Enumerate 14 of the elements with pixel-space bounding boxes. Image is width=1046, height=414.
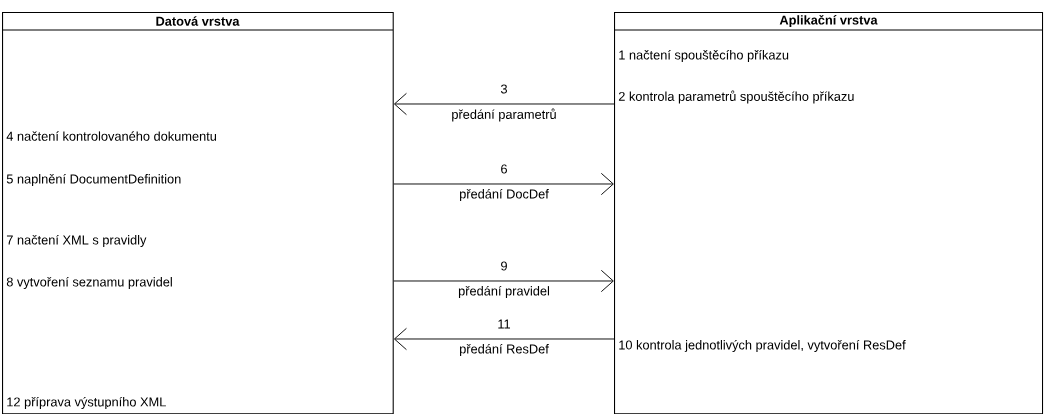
edge-label: předání pravidel — [458, 285, 549, 299]
step-number: 11 — [498, 319, 510, 329]
arrow — [394, 92, 615, 116]
arrow — [393, 172, 614, 196]
swimlane: Datová vrstva 4 načtení kontrolovaného dokumentu 5 naplnění DocumentDefinition 7 načtení XML s pravidly 8 vytvoření seznamu pravidel 12 příprava výstupního XML — [1, 12, 394, 414]
arrow — [393, 269, 614, 293]
step-number: 3 — [500, 84, 507, 94]
edge-label: předání parametrů — [452, 108, 556, 122]
arrow — [394, 327, 615, 351]
edge-label: předání ResDef — [460, 343, 549, 357]
step-number: 6 — [501, 164, 507, 174]
edge-label: předání DocDef — [460, 188, 549, 202]
swimlane: Aplikační vrstva 1 načtení spouštěcího příkazu 2 kontrola parametrů spouštěcího příkazu 10 kontrola jednotlivých pravidel, vytvoření ResDef — [613, 12, 1044, 414]
step-number: 9 — [501, 261, 507, 271]
